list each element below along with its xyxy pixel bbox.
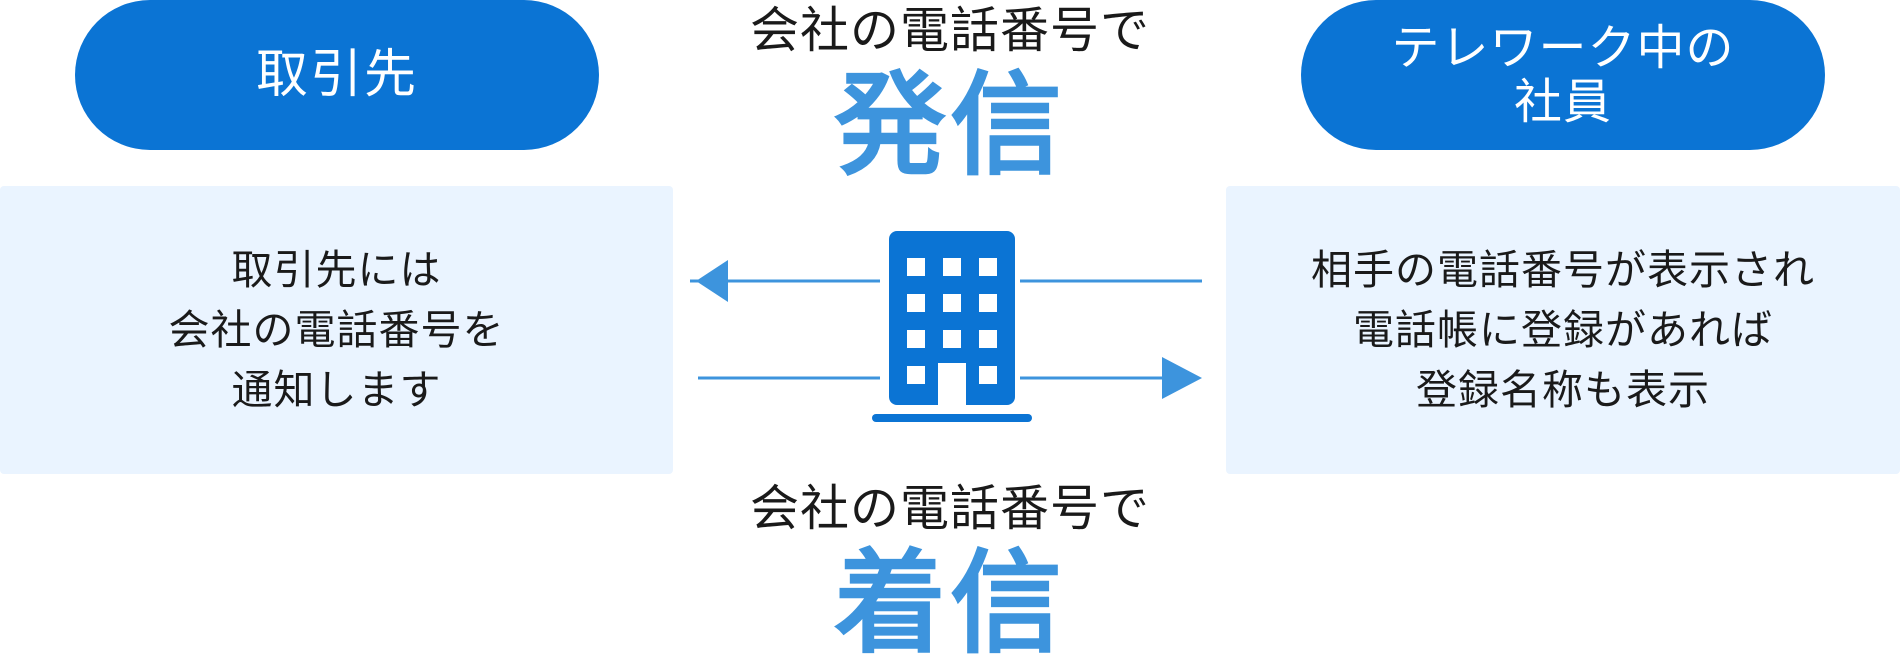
- client-info-line-2: 会社の電話番号を: [168, 306, 505, 354]
- remote-employee-pill-line-1: テレワーク中の: [1391, 20, 1735, 76]
- client-pill: 取引先: [75, 0, 599, 150]
- call-flow-diagram: [690, 231, 1202, 422]
- remote-employee-pill-label: テレワーク中の 社員: [1391, 22, 1734, 128]
- incoming-caption: 会社の電話番号で: [749, 480, 1150, 537]
- client-pill-label: 取引先: [255, 45, 418, 105]
- office-building-icon: [872, 231, 1032, 422]
- client-info-box: 取引先には 会社の電話番号を 通知します: [0, 186, 673, 474]
- outgoing-caption: 会社の電話番号で: [749, 2, 1150, 59]
- remote-employee-pill-line-2: 社員: [1513, 74, 1612, 130]
- arrow-right-icon: [698, 357, 1202, 399]
- arrow-left-icon: [690, 260, 1202, 302]
- remote-employee-pill: テレワーク中の 社員: [1301, 0, 1825, 150]
- client-info-text: 取引先には 会社の電話番号を 通知します: [169, 240, 505, 420]
- client-info-line-1: 取引先には: [231, 246, 442, 294]
- client-info-line-3: 通知します: [231, 366, 442, 414]
- employee-info-box: 相手の電話番号が表示され 電話帳に登録があれば 登録名称も表示: [1226, 186, 1900, 474]
- employee-info-line-3: 登録名称も表示: [1416, 366, 1710, 414]
- employee-info-line-1: 相手の電話番号が表示され: [1311, 246, 1815, 294]
- employee-info-line-2: 電話帳に登録があれば: [1353, 306, 1773, 354]
- employee-info-text: 相手の電話番号が表示され 電話帳に登録があれば 登録名称も表示: [1311, 240, 1815, 420]
- incoming-heading: 着信: [834, 539, 1066, 669]
- outgoing-heading: 発信: [834, 61, 1066, 191]
